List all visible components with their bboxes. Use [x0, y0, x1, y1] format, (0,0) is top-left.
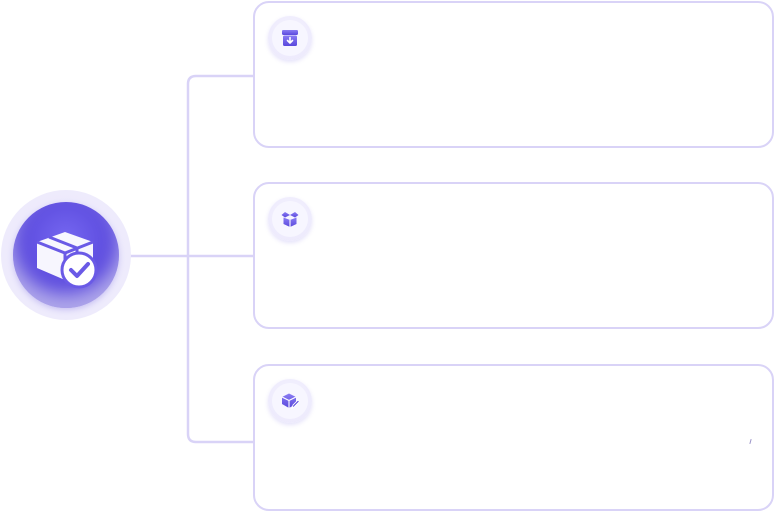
card-3-badge	[268, 379, 312, 423]
archive-download-icon	[282, 30, 298, 46]
card-2-badge	[268, 197, 312, 241]
box-edit-icon	[281, 393, 300, 410]
card-3	[253, 364, 774, 511]
decorative-mark	[749, 438, 752, 445]
card-1-badge	[268, 16, 312, 60]
open-box-icon	[281, 212, 299, 227]
connector-branch-bottom	[186, 254, 256, 444]
package-check-icon	[36, 232, 98, 289]
card-1	[253, 1, 774, 148]
hub-node	[13, 202, 119, 308]
card-2	[253, 182, 774, 329]
connector-branch-top	[186, 74, 256, 258]
